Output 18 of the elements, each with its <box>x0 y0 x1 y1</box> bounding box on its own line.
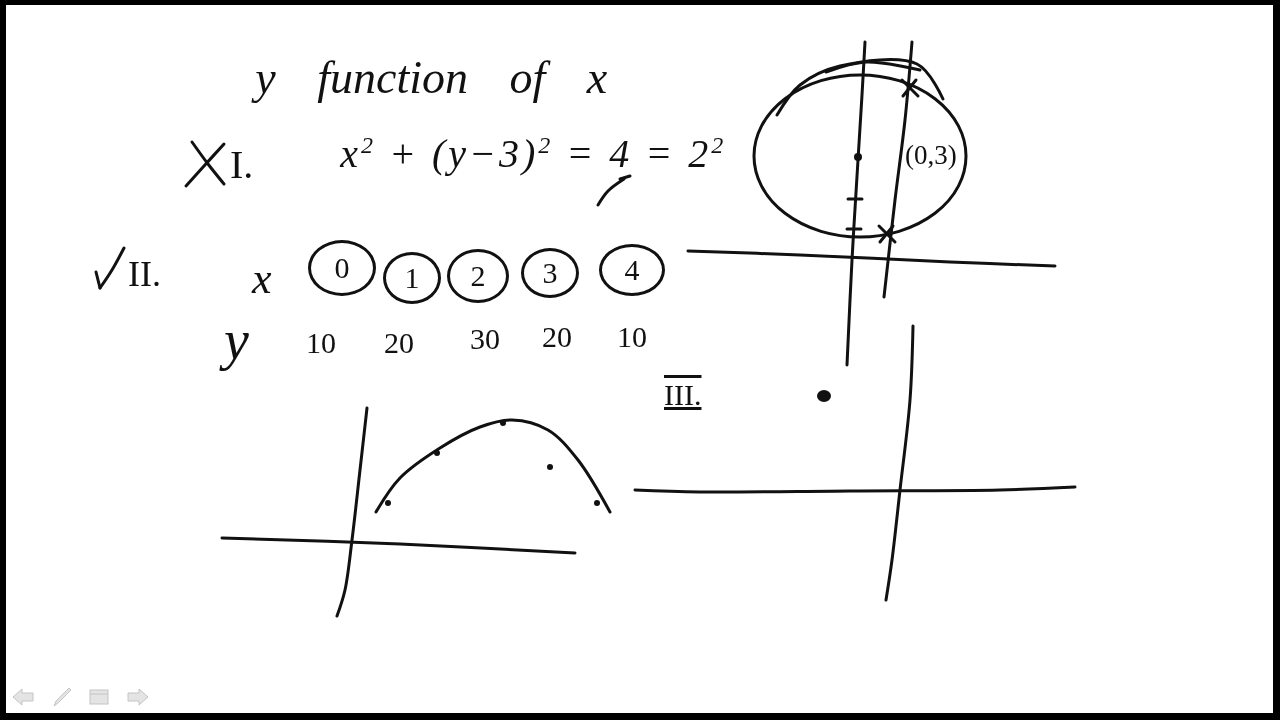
circled-number: 2 <box>447 249 509 303</box>
equation: x$^{2}$ + (y−3)$^{2}$ = 4 = 2$^{2}$ <box>338 130 728 178</box>
table-value: 10 <box>306 326 336 361</box>
table-value: 10 <box>617 320 647 355</box>
table-value: 30 <box>470 322 500 357</box>
circled-number: 4 <box>599 244 665 296</box>
circled-number: 3 <box>521 248 579 298</box>
table-value: 20 <box>384 326 414 361</box>
section-numeral: I. <box>230 142 254 188</box>
section-numeral: III. <box>664 378 702 413</box>
row-header: y <box>214 304 259 377</box>
circled-number: 1 <box>383 252 441 304</box>
title: y function of x <box>247 48 616 108</box>
circled-number: 0 <box>308 240 376 296</box>
table-value: 20 <box>542 320 572 355</box>
row-header: x <box>250 253 273 305</box>
point-label: (0,3) <box>905 140 957 172</box>
section-numeral: II. <box>128 254 161 296</box>
